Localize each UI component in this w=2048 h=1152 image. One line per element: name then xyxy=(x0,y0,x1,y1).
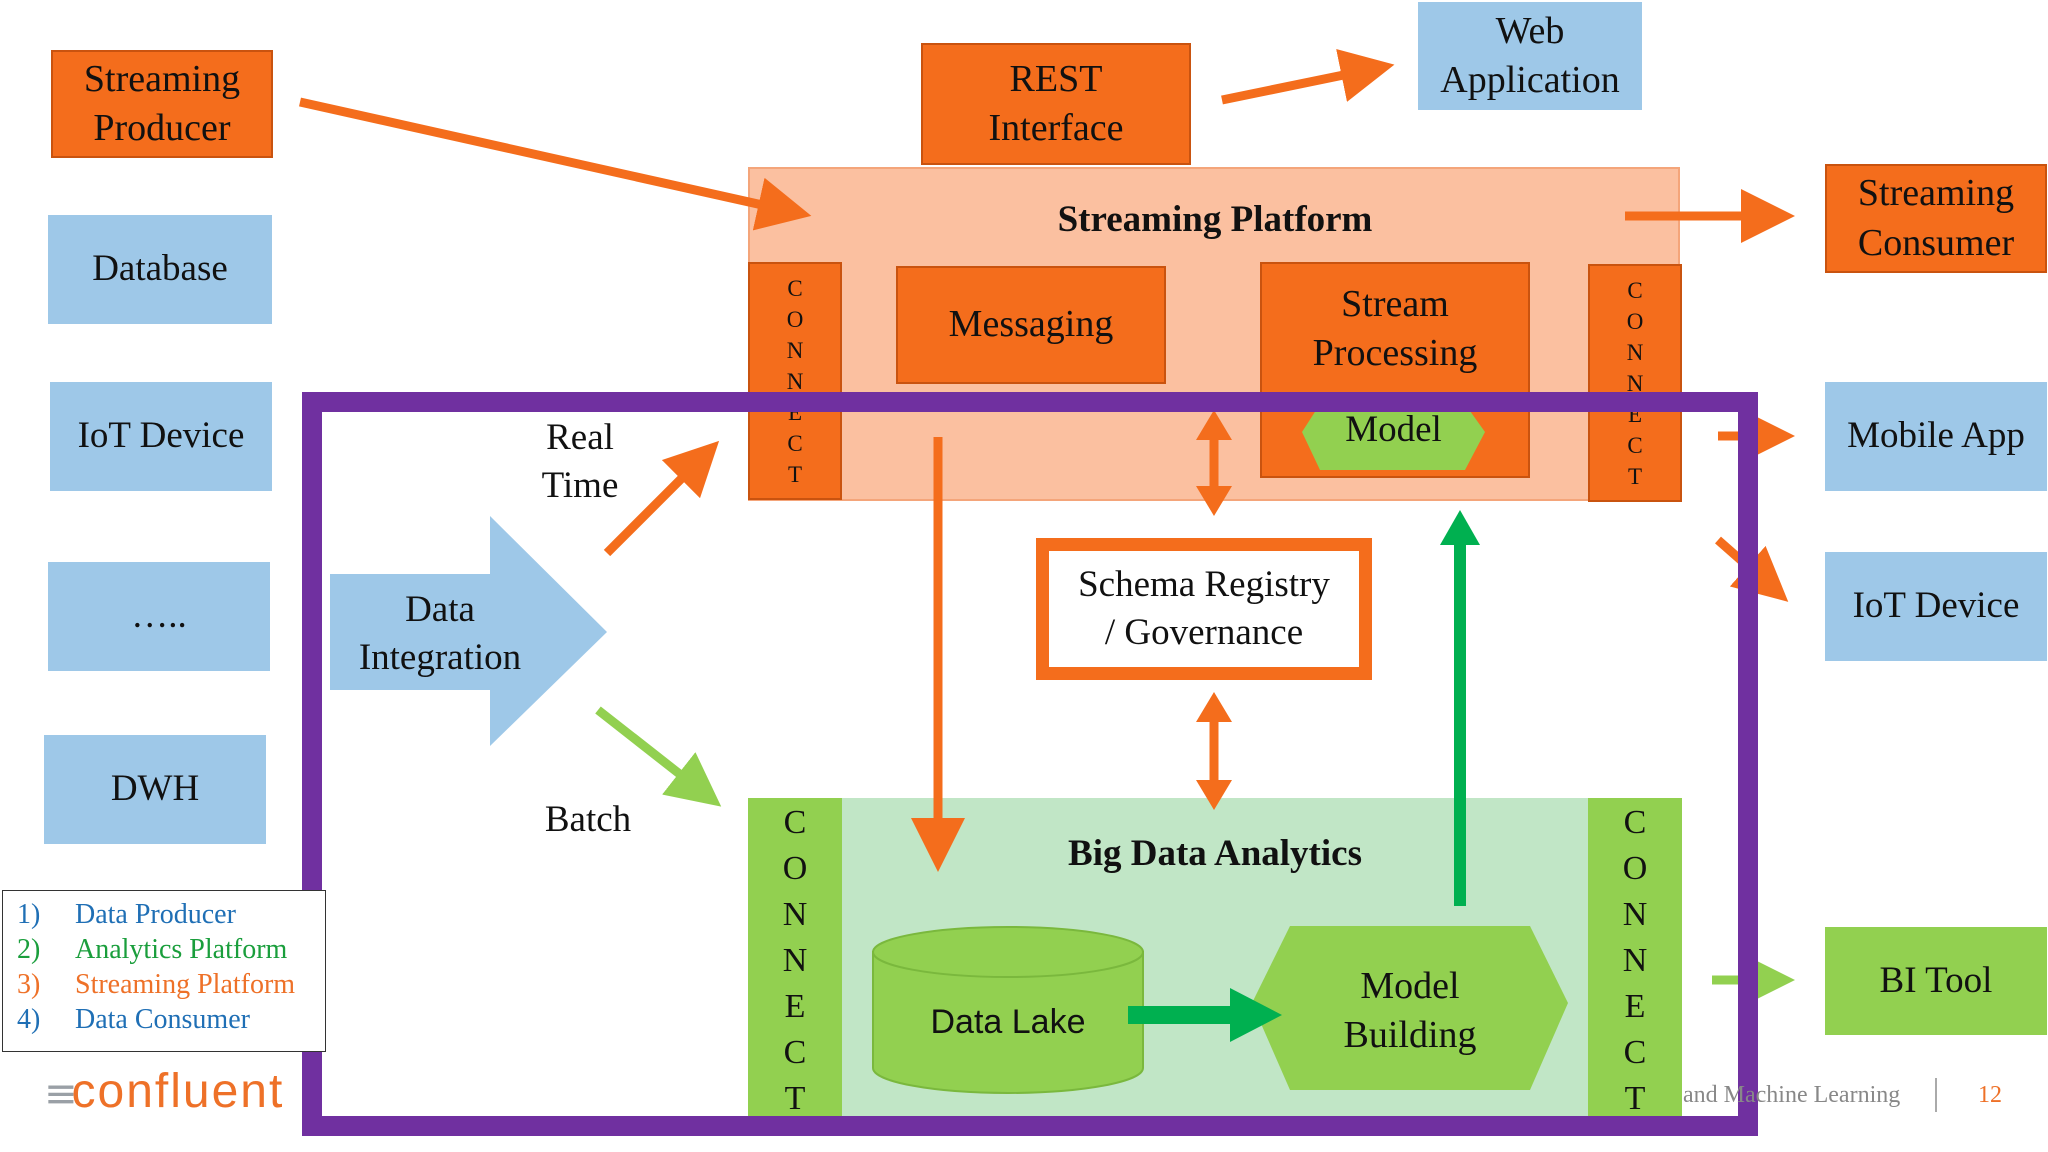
model-label: Model xyxy=(1345,409,1442,450)
connect-letter: N xyxy=(1626,370,1644,396)
logo-text: confluent xyxy=(71,1065,285,1118)
confluent-logo: ≡confluent xyxy=(44,1064,304,1134)
connect-letter: E xyxy=(1624,988,1646,1025)
schema-registry-box: Schema Registry / Governance xyxy=(1036,538,1372,680)
connect-letter: T xyxy=(1627,463,1643,489)
connect-letter: C xyxy=(783,1034,807,1071)
connect-letter: O xyxy=(1622,850,1648,887)
connect-letter: O xyxy=(782,850,808,887)
data-lake-label: Data Lake xyxy=(930,1003,1086,1041)
footer-text: and Machine Learning xyxy=(1683,1082,1901,1108)
connect-letter: N xyxy=(786,368,804,394)
connect-letter: C xyxy=(1623,1034,1647,1071)
connect-letter: E xyxy=(784,988,806,1025)
data-integration-label: Data Integration xyxy=(358,589,522,679)
connect-letter: C xyxy=(1627,277,1643,303)
mobile-app-box: Mobile App xyxy=(1825,382,2047,491)
web-application-box: Web Application xyxy=(1418,2,1642,110)
iot-device-producer-box: IoT Device xyxy=(50,382,272,491)
logo-icon: ≡ xyxy=(44,1071,77,1117)
page-number: 12 xyxy=(1978,1082,2002,1108)
connect-letter: C xyxy=(1623,804,1647,841)
highlight-frame xyxy=(302,392,1758,1136)
connect-letter: C xyxy=(1627,432,1643,458)
messaging-box: Messaging xyxy=(896,266,1166,384)
legend-box: 1)Data Producer 2)Analytics Platform 3)S… xyxy=(2,890,326,1052)
dwh-box: DWH xyxy=(44,735,266,844)
connect-letter: N xyxy=(1626,339,1644,365)
iot-device-consumer-box: IoT Device xyxy=(1825,552,2047,661)
connect-letter: C xyxy=(783,804,807,841)
streaming-platform-title: Streaming Platform xyxy=(1057,199,1373,240)
model-building-label: Model Building xyxy=(1343,965,1477,1057)
arrow-rest-to-web xyxy=(1221,48,1395,105)
ellipsis-box: ….. xyxy=(48,562,270,671)
connect-letter: O xyxy=(786,306,804,332)
legend-item: 4)Data Consumer xyxy=(17,1004,250,1035)
connect-letter: N xyxy=(782,896,808,933)
connect-letter: N xyxy=(1622,896,1648,933)
connect-letter: C xyxy=(787,430,803,456)
rest-interface-box: REST Interface xyxy=(921,43,1191,165)
streaming-producer-box: Streaming Producer xyxy=(51,50,273,158)
connect-letter: C xyxy=(787,275,803,301)
footer-divider xyxy=(1935,1078,1937,1112)
connect-letter: T xyxy=(787,461,803,487)
connect-letter: N xyxy=(782,942,808,979)
database-box: Database xyxy=(48,215,272,324)
big-data-analytics-title: Big Data Analytics xyxy=(1068,833,1362,874)
bi-tool-box: BI Tool xyxy=(1825,927,2047,1035)
connect-letter: O xyxy=(1626,308,1644,334)
connect-letter: T xyxy=(1624,1080,1646,1117)
connect-letter: T xyxy=(784,1080,806,1117)
legend-item: 1)Data Producer xyxy=(17,899,236,930)
batch-label: Batch xyxy=(544,799,632,840)
connect-letter: N xyxy=(1622,942,1648,979)
connect-letter: N xyxy=(786,337,804,363)
legend-item: 2)Analytics Platform xyxy=(17,934,288,965)
streaming-consumer-box: Streaming Consumer xyxy=(1825,164,2047,273)
arrow-producer-to-platform xyxy=(299,97,812,231)
legend-item: 3)Streaming Platform xyxy=(17,969,296,1000)
stream-processing-label: Stream Processing xyxy=(1312,283,1478,375)
